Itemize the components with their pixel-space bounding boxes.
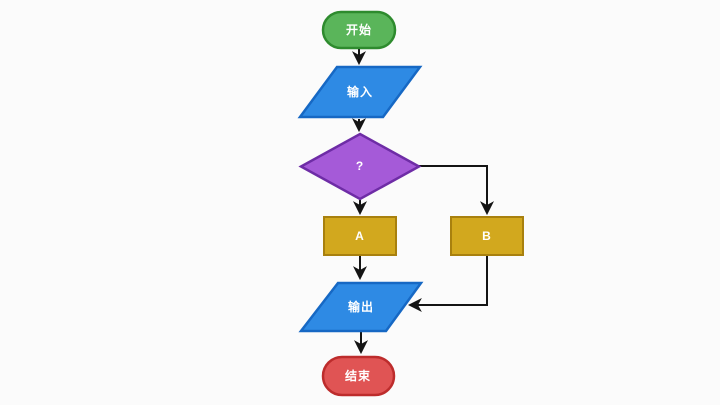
output-label: 输出 [348,299,374,314]
input-label: 输入 [347,84,373,99]
process-a-label: A [355,229,365,243]
end-node: 结束 [321,355,396,397]
start-node: 开始 [321,10,397,50]
end-shape [321,355,396,397]
decision-node: ? [298,132,422,201]
process-b-node: B [450,216,524,256]
process-a-node: A [323,216,397,256]
start-label: 开始 [346,22,372,37]
output-node: 输出 [298,281,424,333]
process-b-label: B [482,229,492,243]
process-a-shape [323,216,397,256]
decision-shape [298,132,422,201]
input-node: 输入 [297,65,423,119]
output-shape [298,281,424,333]
edge-process-b-output [407,256,488,312]
edge-decision-process-b [419,165,494,216]
input-shape [297,65,423,119]
process-b-shape [450,216,524,256]
start-shape [321,10,397,50]
connectors [352,49,494,355]
end-label: 结束 [345,368,371,383]
decision-label: ? [356,159,364,173]
